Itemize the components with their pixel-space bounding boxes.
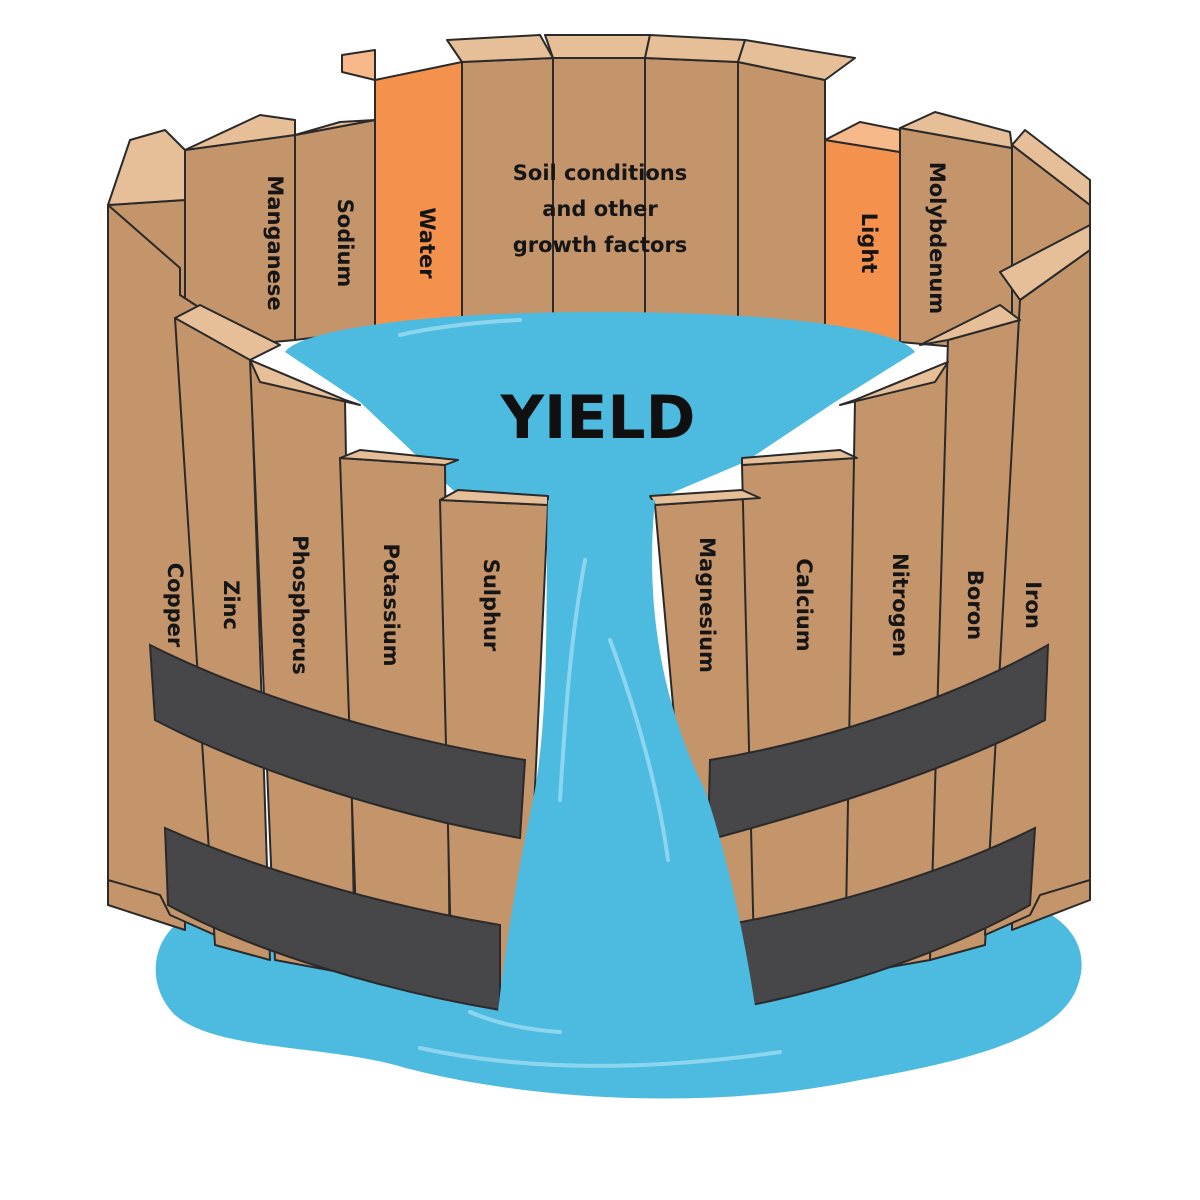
stave-back-7 [644,57,739,319]
label-phosphorus: Phosphorus [288,535,312,674]
water-surface [285,312,915,500]
back-labels: Manganese Sodium Water Light Molybdenum … [263,161,949,314]
stave-back-8 [737,61,826,326]
water-highlight-4 [468,1010,562,1034]
stave-back-6 [552,57,646,315]
water-stream [495,500,760,1040]
stave-water [374,61,463,331]
label-calcium: Calcium [792,558,816,651]
water-highlight-3 [418,1046,782,1068]
label-sulphur: Sulphur [479,559,503,652]
label-soil-line-3: growth factors [513,233,688,257]
stave-back-5 [461,57,554,319]
label-molybdenum: Molybdenum [925,162,949,314]
water-highlight-1 [558,558,587,802]
label-potassium: Potassium [379,543,403,666]
label-nitrogen: Nitrogen [888,553,912,657]
water-highlight-2 [608,638,670,862]
hoop-upper-left [148,643,527,840]
hoop-upper-right [706,643,1050,842]
label-iron: Iron [1021,581,1045,629]
front-labels: Copper Zinc Phosphorus Potassium Sulphur… [163,535,1045,674]
label-boron: Boron [963,570,987,640]
label-light: Light [857,213,881,274]
label-sodium: Sodium [333,199,357,288]
front-staves [107,204,1091,1006]
hoop-lower-right [724,826,1037,1012]
hoops [148,643,1050,1012]
label-manganese: Manganese [263,175,287,310]
water-highlight-5 [398,318,522,337]
label-soil-line-2: and other [542,197,658,221]
label-zinc: Zinc [219,580,243,630]
yield-title: YIELD [500,383,696,453]
label-water: Water [415,207,439,279]
label-copper: Copper [163,563,187,648]
label-soil-line-1: Soil conditions [513,161,687,185]
label-magnesium: Magnesium [695,537,719,673]
